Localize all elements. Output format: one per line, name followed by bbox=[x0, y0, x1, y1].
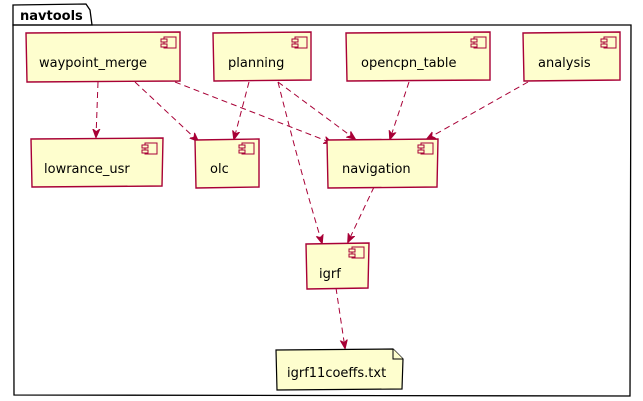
note-igrf11coeffs[interactable]: igrf11coeffs.txt bbox=[275, 348, 404, 391]
package-title: navtools bbox=[20, 9, 83, 24]
component-icon bbox=[238, 142, 255, 155]
component-icon bbox=[291, 36, 308, 49]
component-lowrance_usr[interactable]: lowrance_usr bbox=[30, 137, 164, 188]
component-icon bbox=[141, 142, 158, 155]
package-tab bbox=[12, 3, 93, 26]
component-label: lowrance_usr bbox=[44, 162, 130, 177]
edge-waypoint_merge-olc bbox=[134, 81, 198, 141]
component-navigation[interactable]: navigation bbox=[326, 138, 439, 189]
component-icon bbox=[160, 36, 177, 49]
component-waypoint_merge[interactable]: waypoint_merge bbox=[25, 31, 181, 83]
component-analysis[interactable]: analysis bbox=[522, 31, 621, 82]
component-label: opencpn_table bbox=[361, 56, 457, 71]
edge-igrf-note bbox=[335, 287, 345, 348]
edge-opencpn_table-navigation bbox=[390, 81, 410, 139]
component-opencpn_table[interactable]: opencpn_table bbox=[345, 31, 491, 82]
component-label: waypoint_merge bbox=[39, 56, 147, 71]
edge-waypoint_merge-lowrance_usr bbox=[96, 81, 98, 137]
component-icon bbox=[600, 36, 617, 49]
edge-navigation-igrf bbox=[348, 186, 375, 242]
edge-analysis-navigation bbox=[427, 81, 529, 139]
dependency-edges bbox=[96, 81, 529, 348]
note-label: igrf11coeffs.txt bbox=[287, 366, 386, 381]
component-icon bbox=[417, 142, 434, 155]
component-igrf[interactable]: igrf bbox=[305, 242, 370, 290]
package-body bbox=[12, 24, 632, 397]
component-label: analysis bbox=[538, 56, 591, 71]
component-label: planning bbox=[228, 56, 284, 71]
edge-planning-navigation bbox=[277, 81, 355, 139]
component-label: igrf bbox=[319, 267, 341, 282]
edge-waypoint_merge-navigation bbox=[174, 81, 332, 143]
component-planning[interactable]: planning bbox=[212, 31, 312, 82]
component-icon bbox=[348, 246, 365, 259]
edge-planning-olc bbox=[234, 81, 250, 139]
component-label: olc bbox=[210, 162, 229, 177]
component-icon bbox=[470, 36, 487, 49]
component-olc[interactable]: olc bbox=[194, 138, 260, 189]
package-navtools: navtools bbox=[12, 3, 632, 397]
edge-planning-igrf bbox=[277, 81, 322, 243]
component-label: navigation bbox=[342, 162, 411, 177]
